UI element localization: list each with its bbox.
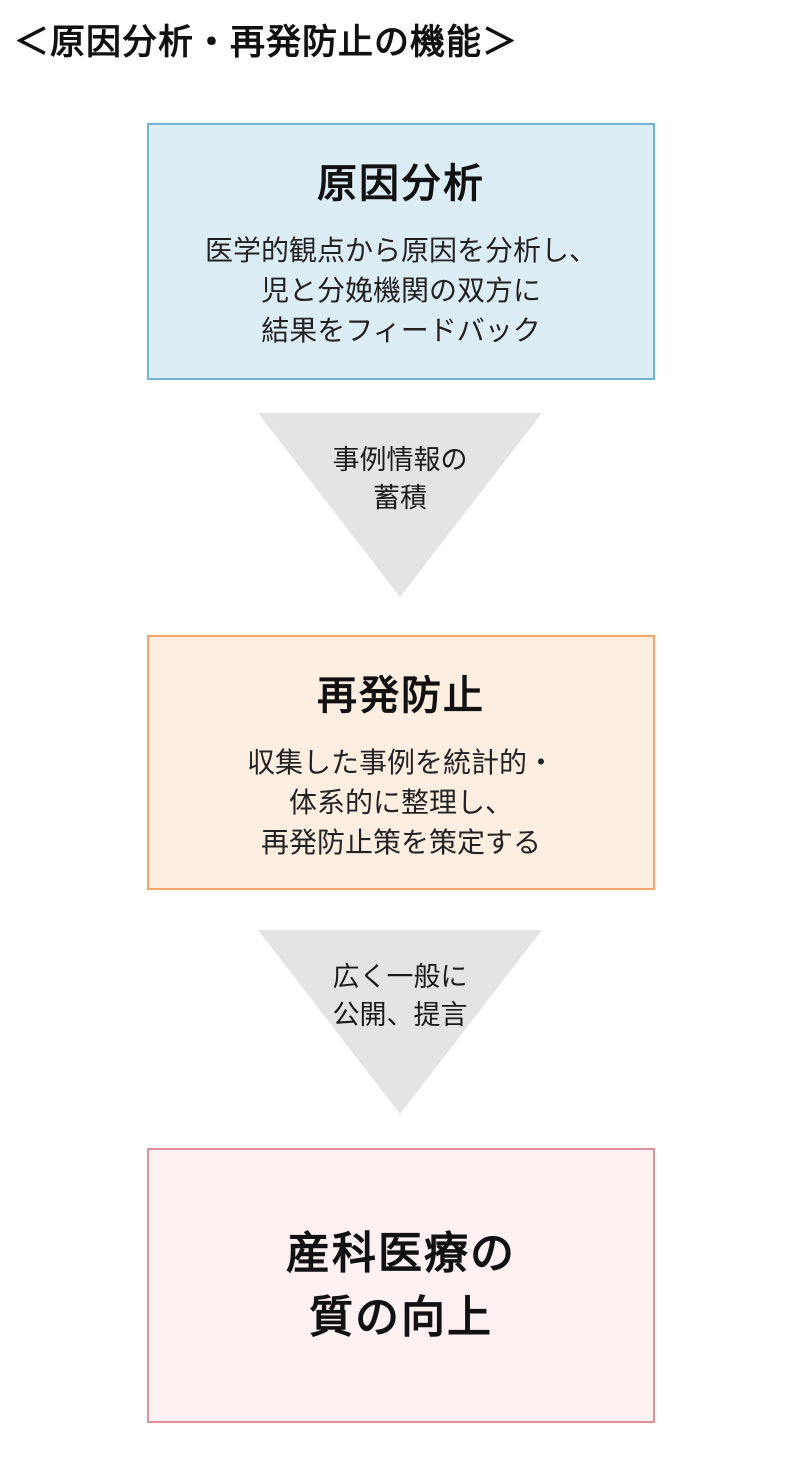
cause-analysis-title: 原因分析: [317, 160, 485, 207]
quality-improvement-title: 産科医療の 質の向上: [286, 1222, 516, 1350]
accumulation-label-line-1: 事例情報の: [332, 445, 468, 475]
quality-improvement-box: 産科医療の 質の向上: [147, 1148, 655, 1423]
outcome-line-2: 質の向上: [309, 1291, 493, 1343]
publication-arrow: 広く一般に 公開、提言: [258, 930, 542, 1114]
recurrence-prevention-box: 再発防止 収集した事例を統計的・ 体系的に整理し、 再発防止策を策定する: [147, 635, 655, 890]
recurrence-line-2: 体系的に整理し、: [288, 787, 513, 818]
cause-analysis-box: 原因分析 医学的観点から原因を分析し、 児と分娩機関の双方に 結果をフィードバッ…: [147, 123, 655, 380]
page-title: ＜原因分析・再発防止の機能＞: [14, 22, 519, 63]
recurrence-prevention-description: 収集した事例を統計的・ 体系的に整理し、 再発防止策を策定する: [247, 743, 555, 863]
cause-analysis-line-2: 児と分娩機関の双方に: [260, 275, 541, 306]
accumulation-arrow-label: 事例情報の 蓄積: [258, 441, 542, 517]
accumulation-arrow: 事例情報の 蓄積: [258, 413, 542, 597]
publication-label-line-2: 公開、提言: [332, 1000, 468, 1030]
publication-label-line-1: 広く一般に: [332, 962, 468, 992]
outcome-line-1: 産科医療の: [286, 1227, 516, 1279]
publication-arrow-label: 広く一般に 公開、提言: [258, 958, 542, 1034]
accumulation-label-line-2: 蓄積: [373, 483, 427, 513]
cause-analysis-line-3: 結果をフィードバック: [261, 315, 541, 346]
cause-analysis-line-1: 医学的観点から原因を分析し、: [204, 235, 597, 266]
recurrence-prevention-title: 再発防止: [317, 672, 485, 719]
recurrence-line-3: 再発防止策を策定する: [260, 827, 541, 858]
cause-analysis-description: 医学的観点から原因を分析し、 児と分娩機関の双方に 結果をフィードバック: [205, 231, 597, 351]
recurrence-line-1: 収集した事例を統計的・: [246, 747, 555, 778]
